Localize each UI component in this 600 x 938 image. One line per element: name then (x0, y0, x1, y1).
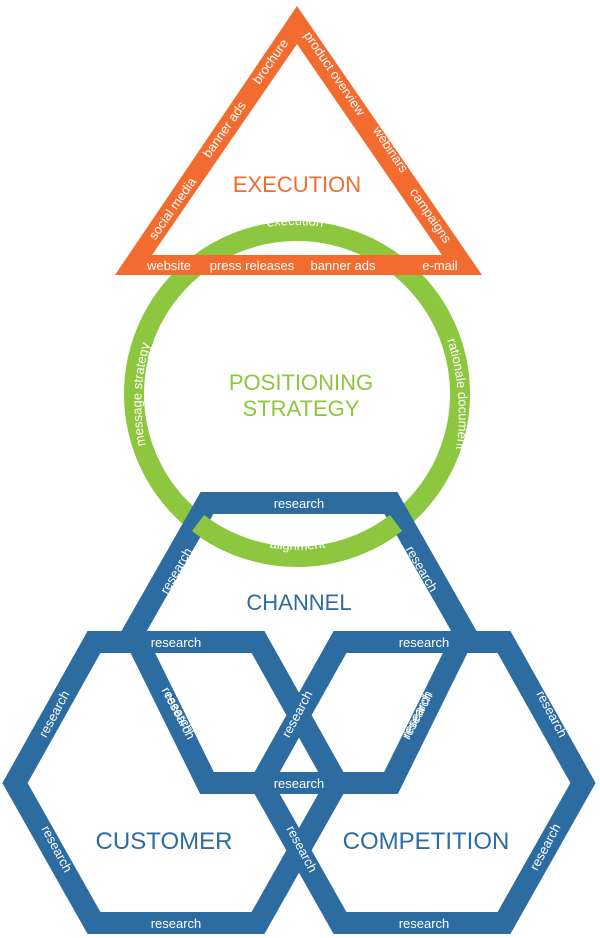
execution-label-banner-ads-bottom: banner ads (310, 258, 376, 273)
positioning-label-execution: execution (266, 213, 324, 230)
channel-label-top: research (274, 496, 325, 511)
execution-label-website: website (146, 258, 191, 273)
positioning-label-alignment: alignment (269, 535, 326, 553)
positioning-title-line2: STRATEGY (243, 396, 360, 421)
competition-label-top: research (399, 635, 450, 650)
execution-bottom-bar-shape (115, 255, 482, 275)
customer-title: CUSTOMER (96, 828, 233, 855)
execution-title: EXECUTION (233, 172, 361, 197)
execution-triangle-inner (152, 44, 442, 255)
competition-hexagon (248, 631, 596, 934)
execution-label-press-releases: press releases (210, 258, 295, 273)
channel-title: CHANNEL (246, 590, 351, 615)
competition-title: COMPETITION (343, 828, 510, 855)
positioning-title-line1: POSITIONING (229, 370, 373, 395)
execution-label-email: e-mail (422, 258, 458, 273)
channel-label-bottom: research (274, 776, 325, 791)
execution-bottom-bar: website press releases banner ads e-mail (115, 255, 482, 275)
customer-hexagon (2, 631, 350, 934)
positioning-ring-bottom-arc (191, 514, 403, 567)
customer-label-bottom: research (151, 916, 202, 931)
hexagon-group (2, 492, 596, 934)
customer-label-top: research (151, 635, 202, 650)
competition-label-bottom: research (399, 916, 450, 931)
